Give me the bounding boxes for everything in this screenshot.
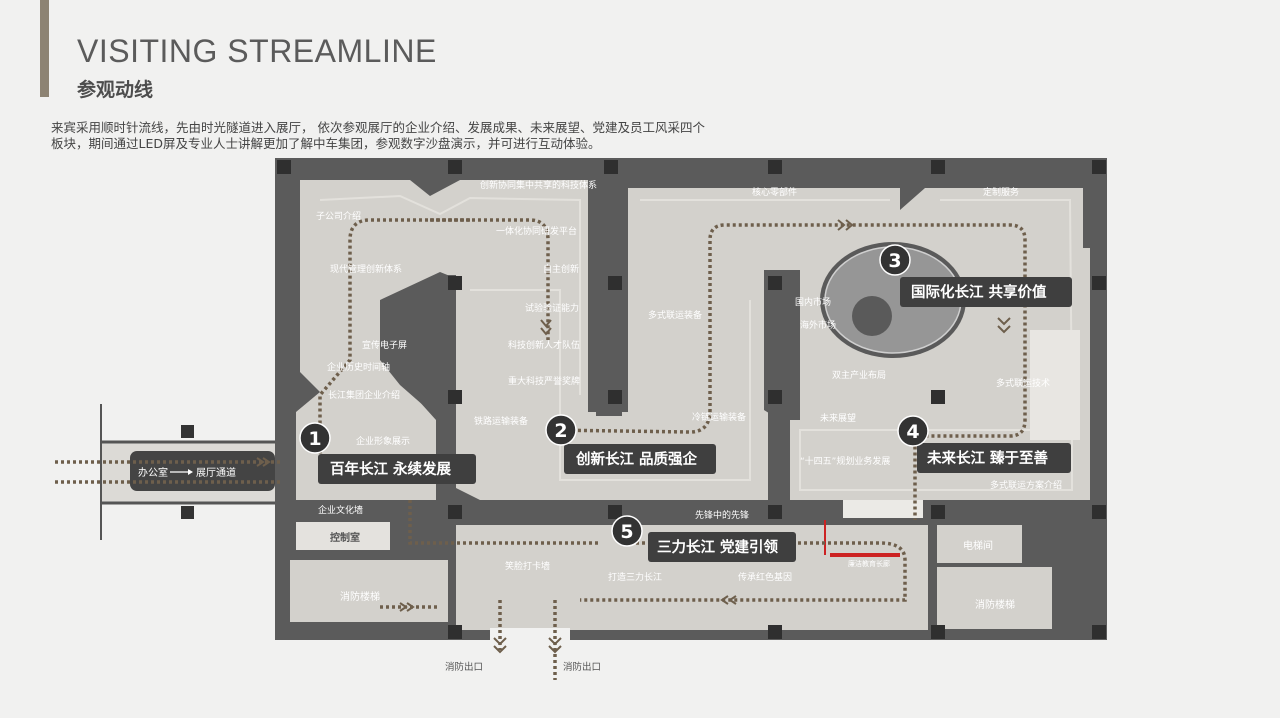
label-rd-platform: 一体化协同研发平台	[496, 225, 577, 237]
fire-exit-1: 消防出口	[445, 661, 483, 673]
label-vanguard: 先锋中的先锋	[695, 509, 749, 521]
label-red-gene: 传承红色基因	[738, 571, 792, 583]
label-multimodal-bus: 多式联运技术	[996, 377, 1050, 389]
label-tech-team: 科技创新人才队伍	[508, 339, 580, 351]
label-history-timeline: 企业历史时间轴	[327, 361, 390, 373]
room-elevator: 电梯间	[963, 539, 993, 552]
label-multimodal-transport: 多式联运装备	[648, 309, 702, 321]
section-4-number: 4	[906, 421, 919, 443]
section-1: 百年长江 永续发展 1	[299, 422, 476, 484]
entrance-to-text: 展厅通道	[196, 466, 236, 479]
dome-display	[820, 242, 966, 358]
label-cold-chain: 冷链运输装备	[692, 411, 746, 423]
label-build-sanli: 打造三力长江	[608, 571, 662, 583]
label-culture-wall: 企业文化墙	[318, 504, 363, 516]
label-group-intro: 长江集团企业介绍	[328, 389, 400, 401]
section-2-marker	[545, 414, 577, 446]
section-5: 三力长江 党建引领 5	[611, 515, 796, 562]
label-modern-mgmt: 现代管理创新体系	[330, 263, 402, 275]
section-3-marker	[879, 244, 911, 276]
label-subsidiary: 子公司介绍	[316, 210, 361, 222]
label-railway-equipment: 铁路运输装备	[474, 415, 528, 427]
room-control: 控制室	[330, 531, 360, 544]
label-major-awards: 重大科技严誉奖牌	[508, 375, 580, 387]
label-custom-service: 定制服务	[983, 186, 1019, 198]
exhibit-labels: 创新协同集中共享的科技体系 子公司介绍 一体化协同研发平台 现代管理创新体系 自…	[316, 179, 1062, 583]
section-5-number: 5	[620, 521, 633, 543]
section-1-marker	[299, 422, 331, 454]
label-dual-layout: 双主产业布局	[832, 369, 886, 381]
label-domestic-market: 国内市场	[795, 296, 831, 308]
fire-exit-2: 消防出口	[563, 661, 601, 673]
columns	[277, 160, 1106, 639]
room-fire-stair-left: 消防楼梯	[340, 590, 380, 603]
label-image-display: 企业形象展示	[356, 435, 410, 447]
section-2-number: 2	[554, 420, 567, 442]
section-4: 未来长江 臻于至善 4	[897, 415, 1071, 473]
section-3-number: 3	[888, 250, 901, 272]
section-3: 国际化长江 共享价值 3	[879, 244, 1072, 307]
section-4-title: 未来长江 臻于至善	[926, 449, 1049, 467]
label-future-outlook: 未来展望	[820, 412, 856, 424]
description-line-1: 来宾采用顺时针流线，先由时光隧道进入展厅， 依次参观展厅的企业介绍、发展成果、未…	[51, 120, 705, 135]
section-1-title: 百年长江 永续发展	[330, 460, 452, 478]
label-testing: 试验验证能力	[525, 302, 579, 314]
label-ethics: 廉洁教育长廊	[848, 559, 890, 568]
section-4-marker	[897, 415, 929, 447]
section-5-title: 三力长江 党建引领	[657, 538, 779, 556]
section-1-number: 1	[308, 428, 321, 450]
accent-bar	[40, 0, 49, 97]
section-3-title: 国际化长江 共享价值	[911, 283, 1047, 301]
arrow-right-icon	[188, 469, 193, 475]
label-innovation-system: 创新协同集中共享的科技体系	[480, 179, 597, 191]
bottom-zone	[290, 500, 1052, 640]
room-labels: 控制室 消防楼梯 消防楼梯 电梯间 消防出口 消防出口	[330, 531, 1015, 673]
inner-walls	[380, 200, 800, 495]
chevron-icons	[256, 219, 1011, 654]
section-5-marker	[611, 515, 643, 547]
sand-table	[1030, 330, 1080, 440]
label-independent-innov: 自主创新	[543, 263, 579, 275]
label-overseas-market: 海外市场	[800, 319, 836, 331]
label-core-parts: 核心零部件	[752, 186, 797, 198]
entrance-label: 办公室 展厅通道	[138, 466, 236, 479]
page-title-cn: 参观动线	[77, 79, 154, 101]
visitor-path	[55, 218, 1027, 680]
label-multimodal-solution: 多式联运方案介绍	[990, 479, 1062, 491]
entrance-from-text: 办公室	[138, 466, 168, 479]
label-propaganda-film: 宣传电子屏	[362, 339, 407, 351]
label-smile-checkin: 笑脸打卡墙	[505, 560, 550, 572]
description: 来宾采用顺时针流线，先由时光隧道进入展厅， 依次参观展厅的企业介绍、发展成果、未…	[51, 120, 771, 152]
label-five-year-plan: “十四五”规划业务发展	[800, 455, 890, 467]
room-fire-stair-right: 消防楼梯	[975, 598, 1015, 611]
page-title-en: VISITING STREAMLINE	[77, 33, 437, 69]
description-line-2: 板块，期间通过LED屏及专业人士讲解更加了解中车集团，参观数字沙盘演示，并可进行…	[51, 136, 601, 151]
section-2-title: 创新长江 品质强企	[575, 450, 698, 468]
floor-accents	[319, 194, 1073, 491]
section-2: 创新长江 品质强企 2	[545, 414, 716, 474]
